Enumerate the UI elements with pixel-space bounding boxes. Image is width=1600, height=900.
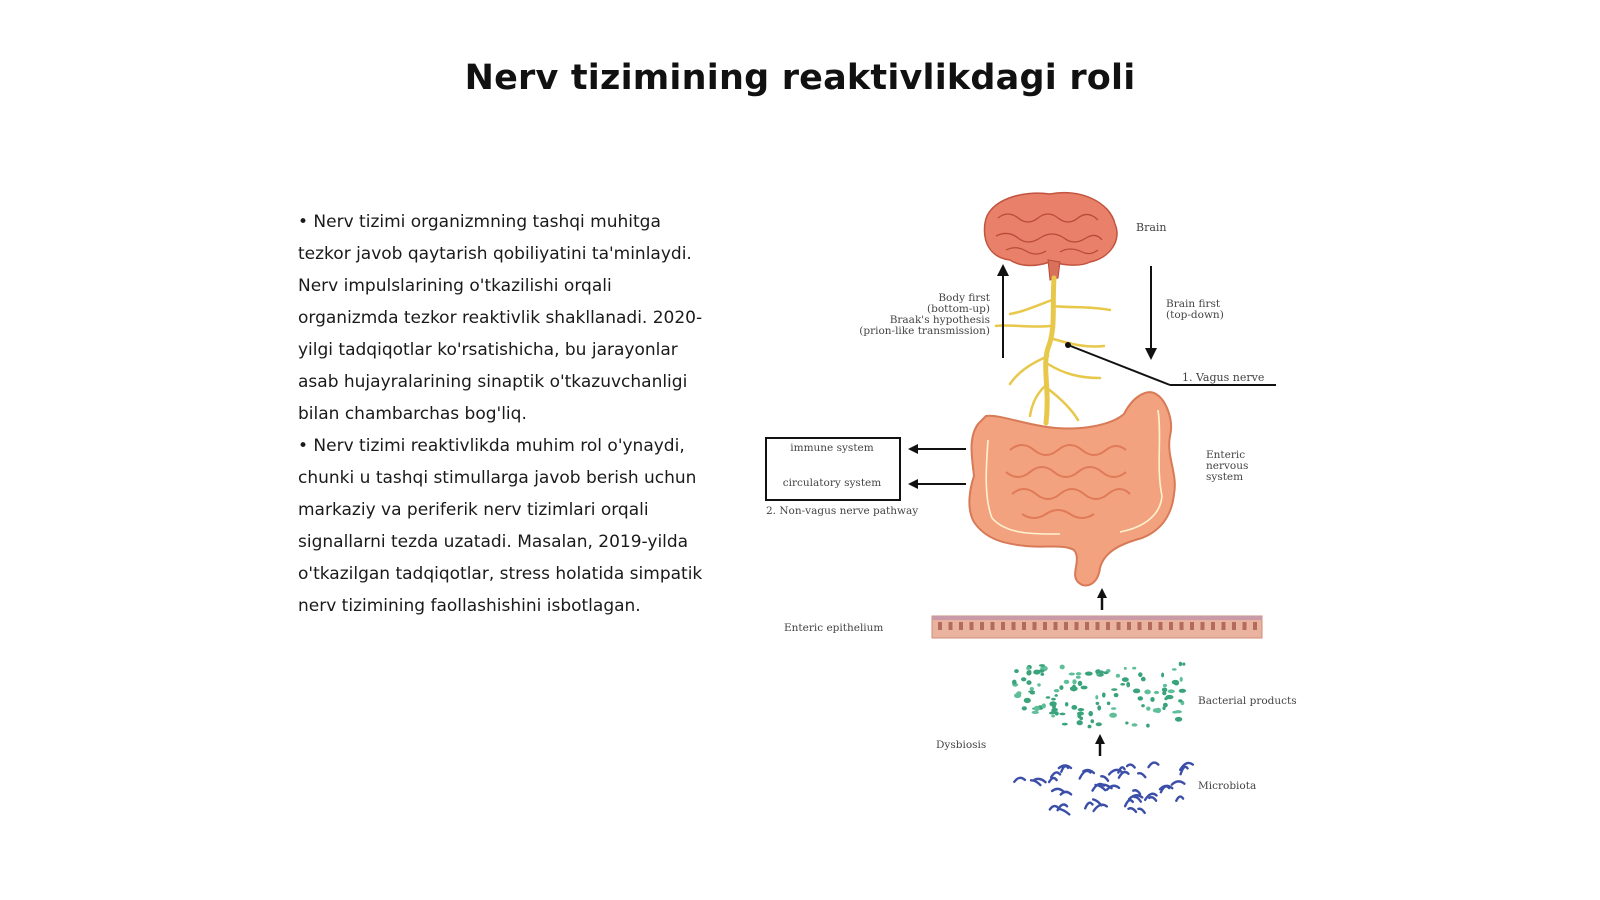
paragraph-1: • Nerv tizimi organizmning tashqi muhitg… xyxy=(298,212,703,424)
enteric-ns-label-1: Enteric xyxy=(1206,449,1245,461)
paragraph-2: • Nerv tizimi reaktivlikda muhim rol o'y… xyxy=(298,436,703,616)
bottom-up-arrow xyxy=(997,264,1009,358)
slide-title: Nerv tizimining reaktivlikdagi roli xyxy=(464,58,1136,98)
gut-brain-diagram: Brain 1. Vagus nerve Body first (bottom-… xyxy=(765,191,1297,816)
enteric-ns-label-3: system xyxy=(1206,471,1243,483)
body-first-label-1: Body first xyxy=(938,292,990,304)
top-down-arrow xyxy=(1145,266,1157,360)
microbiota-illustration xyxy=(1013,761,1194,816)
vagus-nerve-illustration xyxy=(994,275,1112,426)
non-vagus-label: 2. Non-vagus nerve pathway xyxy=(766,505,918,517)
enteric-epithelium-illustration xyxy=(931,615,1263,639)
dysbiosis-arrow xyxy=(1095,734,1105,756)
dysbiosis-label: Dysbiosis xyxy=(936,739,986,751)
brain-first-label-1: Brain first xyxy=(1166,298,1221,310)
intestine-illustration xyxy=(968,391,1176,587)
microbiota-label: Microbiota xyxy=(1198,780,1256,792)
brain-first-label-2: (top-down) xyxy=(1166,309,1224,321)
body-first-label-3: Braak's hypothesis xyxy=(890,314,990,326)
body-first-label-2: (bottom-up) xyxy=(927,303,990,315)
epithelium-up-arrow xyxy=(1097,588,1107,610)
gut-brain-axis-figure: Brain 1. Vagus nerve Body first (bottom-… xyxy=(760,188,1320,848)
vagus-pointer-dot xyxy=(1065,342,1071,348)
bacterial-products-label: Bacterial products xyxy=(1198,695,1297,707)
systems-box xyxy=(765,437,901,501)
bacterial-products-illustration xyxy=(1012,661,1187,729)
body-first-label-4: (prion-like transmission) xyxy=(859,325,990,337)
brain-illustration xyxy=(983,191,1118,281)
brain-label: Brain xyxy=(1136,221,1167,234)
slide-body: • Nerv tizimi organizmning tashqi muhitg… xyxy=(298,206,708,622)
epithelium-label: Enteric epithelium xyxy=(784,622,883,634)
circulatory-arrow xyxy=(908,479,966,489)
enteric-ns-label-2: nervous xyxy=(1206,460,1248,472)
vagus-label: 1. Vagus nerve xyxy=(1182,371,1264,384)
immune-arrow xyxy=(908,444,966,454)
immune-system-label: immune system xyxy=(790,442,873,454)
circulatory-system-label: circulatory system xyxy=(783,477,881,489)
vagus-pointer-line xyxy=(1067,344,1171,386)
